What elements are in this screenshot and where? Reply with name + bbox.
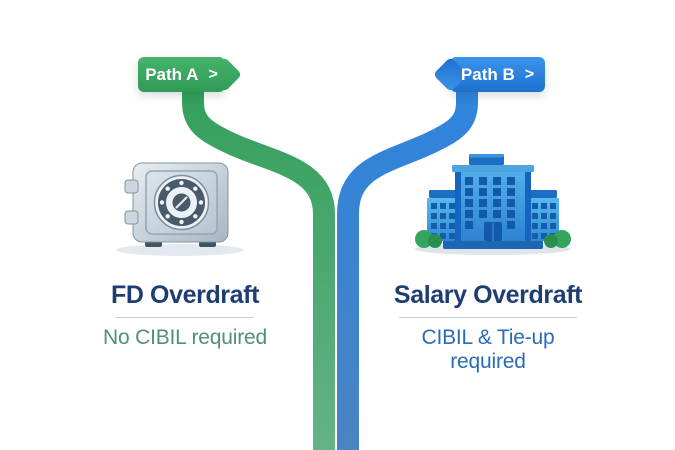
right-column-subtitle: CIBIL & Tie-up required bbox=[421, 325, 555, 373]
path-a-chevron-icon: > bbox=[208, 65, 218, 83]
safe-vault-icon bbox=[116, 162, 244, 256]
left-column-title: FD Overdraft bbox=[110, 281, 259, 309]
left-column: FD Overdraft No CIBIL required bbox=[82, 281, 288, 350]
bush-left bbox=[415, 230, 442, 248]
office-building-icon bbox=[415, 154, 571, 255]
building-base bbox=[443, 240, 543, 249]
bush-right bbox=[544, 230, 571, 248]
path-a-sign: Path A > bbox=[138, 57, 225, 92]
path-b-sign: Path B > bbox=[450, 57, 545, 92]
blue-road-path bbox=[337, 92, 478, 450]
green-road-path bbox=[182, 92, 335, 450]
path-a-sign-label: Path A bbox=[145, 64, 199, 84]
right-column-title: Salary Overdraft bbox=[393, 281, 583, 309]
right-column-divider bbox=[399, 316, 577, 318]
left-column-divider bbox=[116, 316, 254, 318]
right-column: Salary Overdraft CIBIL & Tie-up required bbox=[385, 281, 591, 374]
safe-dial bbox=[153, 174, 210, 231]
safe-hinge-bottom bbox=[124, 210, 139, 225]
path-b-chevron-icon: > bbox=[524, 65, 535, 83]
left-column-subtitle: No CIBIL required bbox=[103, 325, 267, 349]
building-central-tower bbox=[452, 154, 534, 241]
safe-shadow bbox=[116, 244, 244, 256]
safe-hinge-top bbox=[124, 179, 139, 194]
path-b-sign-label: Path B bbox=[460, 64, 515, 84]
